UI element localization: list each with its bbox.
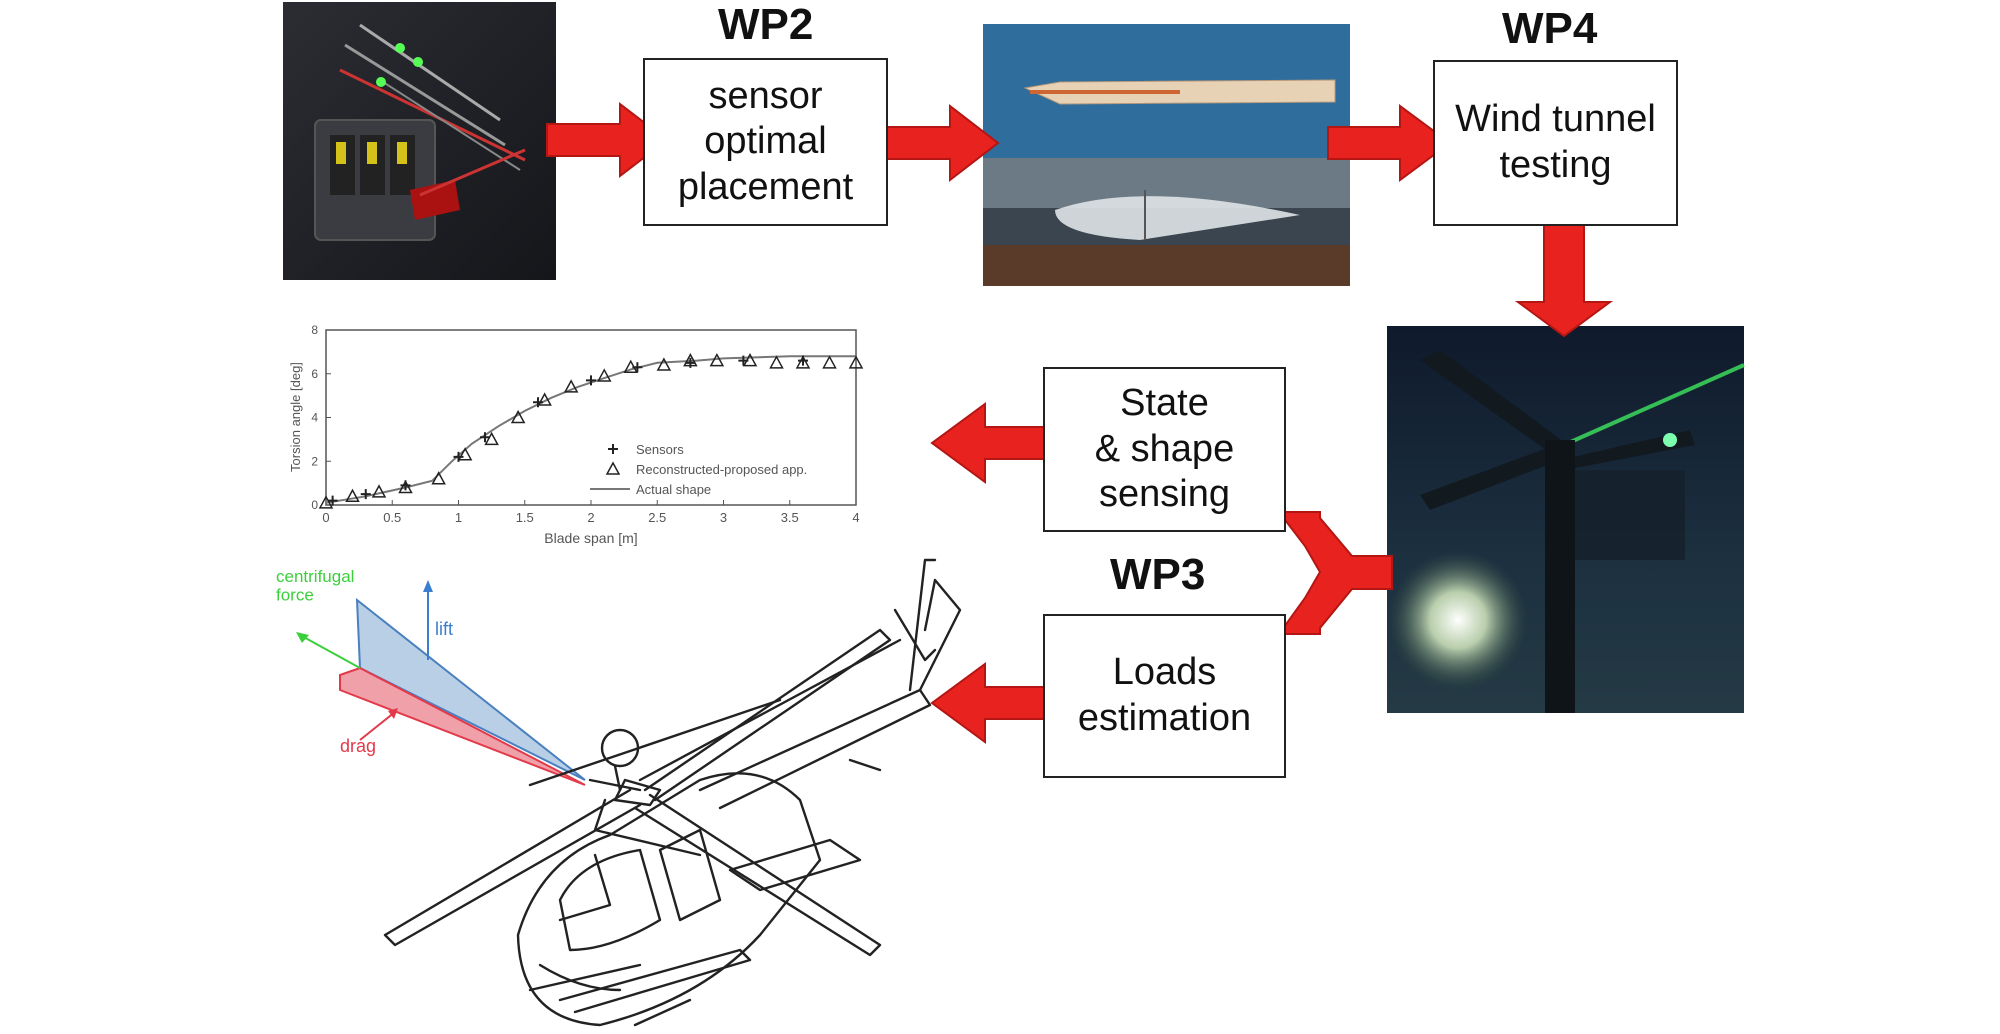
reconstructed-point <box>345 488 360 502</box>
wp4-label: WP4 <box>1502 4 1598 53</box>
x-tick-label: 3 <box>720 510 727 525</box>
legend-item-sensors: Sensors <box>608 442 684 457</box>
arrows <box>546 101 1614 744</box>
legend-item-actual-shape: Actual shape <box>590 482 711 497</box>
sensor-placement-box: sensor optimal placement <box>643 58 888 226</box>
y-tick-label: 0 <box>311 498 318 512</box>
blade-photo <box>983 24 1350 286</box>
wp2-label: WP2 <box>718 0 814 49</box>
force-diagram <box>296 580 586 786</box>
x-tick-label: 1 <box>455 510 462 525</box>
reconstructed-point <box>769 355 784 369</box>
reconstructed-point <box>431 471 446 485</box>
x-tick-label: 1.5 <box>516 510 534 525</box>
arrow-wp2-to-blade <box>876 103 1000 183</box>
reconstructed-point <box>683 353 698 367</box>
chart-ticks: 0 0.5 1 1.5 2 2.5 3 3.5 4 0 2 4 6 8 <box>311 323 859 525</box>
chart-xlabel: Blade span [m] <box>544 530 637 546</box>
sensor-point <box>327 495 338 506</box>
reconstructed-point <box>656 357 672 371</box>
reconstructed-point <box>510 409 526 424</box>
chart-legend: Sensors Reconstructed-proposed app. Actu… <box>590 442 807 497</box>
chart-ylabel: Torsion angle [deg] <box>288 362 303 472</box>
reconstructed-point <box>795 355 811 369</box>
reconstructed-point <box>848 355 864 369</box>
x-tick-label: 2 <box>587 510 594 525</box>
x-tick-label: 0 <box>322 510 329 525</box>
reconstructed-point <box>709 353 725 367</box>
svg-text:Sensors: Sensors <box>636 442 684 457</box>
wp3-label: WP3 <box>1110 550 1206 599</box>
arrow-wp4-down <box>1514 217 1614 338</box>
drag-vector <box>359 711 396 741</box>
sensor-point <box>360 489 371 500</box>
loads-estimation-box: Loads estimation <box>1043 614 1286 778</box>
y-tick-label: 2 <box>311 454 318 468</box>
legend-item-reconstructed: Reconstructed-proposed app. <box>605 461 807 477</box>
reconstructed-point <box>537 392 552 406</box>
reconstructed-point <box>822 355 837 369</box>
state-shape-box: State & shape sensing <box>1043 367 1286 532</box>
chart-markers <box>318 353 864 509</box>
reconstructed-point <box>563 379 579 393</box>
arrow-to-chart <box>930 402 1054 484</box>
y-tick-label: 6 <box>311 367 318 381</box>
fbg-sensor-photo <box>283 2 556 280</box>
arrow-to-helicopter <box>930 662 1054 744</box>
sensor-point <box>586 375 596 386</box>
centrifugal-vector <box>299 634 361 669</box>
torsion-chart: 0 0.5 1 1.5 2 2.5 3 3.5 4 0 2 4 6 8 Blade span [m] To… <box>288 323 864 546</box>
lift-label: lift <box>435 619 453 639</box>
reconstructed-point <box>484 431 499 446</box>
reconstructed-point <box>623 359 639 373</box>
x-tick-label: 2.5 <box>648 510 666 525</box>
helicopter-drawing <box>383 558 962 1027</box>
wind-tunnel-photo <box>1387 326 1745 713</box>
reconstructed-point <box>371 484 387 498</box>
reconstructed-point <box>398 479 413 494</box>
arrow-blade-to-wp4 <box>1327 104 1452 182</box>
reconstructed-point <box>742 353 758 367</box>
x-tick-label: 3.5 <box>781 510 799 525</box>
svg-text:Reconstructed-proposed app.: Reconstructed-proposed app. <box>636 462 807 477</box>
reconstructed-point <box>457 447 473 461</box>
reconstructed-point <box>318 495 334 509</box>
lift-triangle <box>355 597 586 781</box>
drag-triangle <box>339 666 586 786</box>
series-actual-shape <box>325 355 856 504</box>
wind-tunnel-box: Wind tunnel testing <box>1433 60 1678 226</box>
y-tick-label: 4 <box>311 411 318 425</box>
split-arrow <box>1276 511 1393 635</box>
x-tick-label: 0.5 <box>383 510 401 525</box>
x-tick-label: 4 <box>852 510 859 525</box>
drag-label: drag <box>340 736 376 756</box>
reconstructed-point <box>596 368 612 382</box>
sensor-point <box>480 432 490 443</box>
svg-text:Actual shape: Actual shape <box>636 482 711 497</box>
y-tick-label: 8 <box>311 323 318 337</box>
